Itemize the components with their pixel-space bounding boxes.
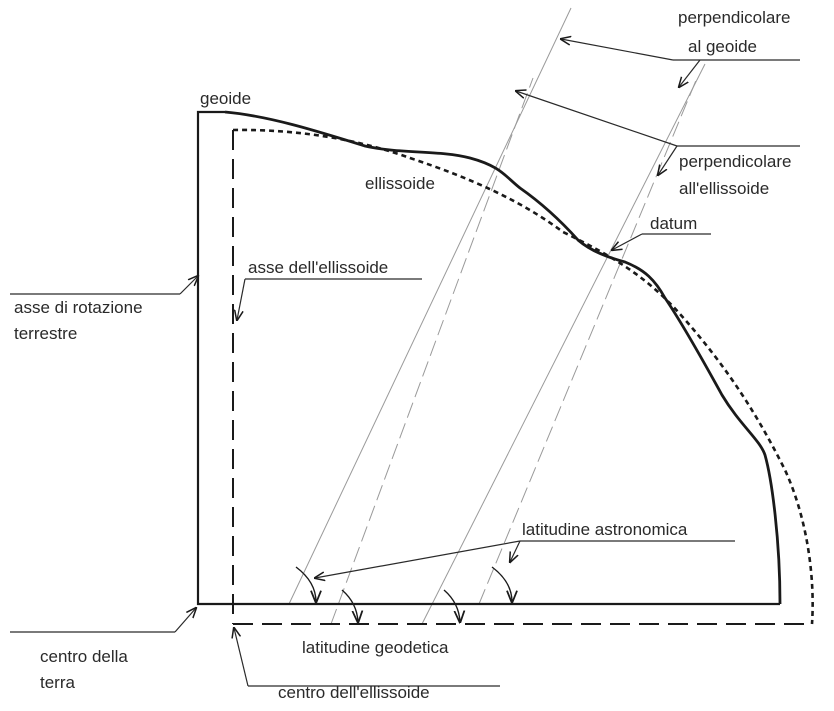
perp-geoide-arrow-1 bbox=[561, 39, 674, 61]
datum-arrow bbox=[612, 233, 643, 250]
lat-astronomica-arrow-2 bbox=[510, 540, 521, 562]
label-perp-geoide-line1: perpendicolare bbox=[678, 8, 790, 27]
asse-ellissoide-arrow bbox=[237, 278, 246, 320]
label-centro-terra-line2: terra bbox=[40, 673, 76, 692]
astronomic-angle-2 bbox=[491, 566, 512, 602]
label-latitudine-astronomica: latitudine astronomica bbox=[522, 520, 688, 539]
earth-rotation-axis bbox=[196, 110, 780, 606]
perp-ellissoide-arrow-1 bbox=[516, 91, 678, 147]
angle-arcs bbox=[295, 566, 512, 622]
earth-axes bbox=[196, 110, 780, 606]
perp-geoide-arrow-2 bbox=[679, 59, 701, 87]
asse-rotazione-arrow bbox=[179, 276, 198, 295]
label-ellissoide: ellissoide bbox=[365, 174, 435, 193]
label-asse-rotazione-line2: terrestre bbox=[14, 324, 77, 343]
label-perp-ellissoide-line2: all'ellissoide bbox=[679, 179, 769, 198]
label-geoide: geoide bbox=[200, 89, 251, 108]
label-perp-geoide-line2: al geoide bbox=[688, 37, 757, 56]
geodetic-angle-2 bbox=[443, 589, 460, 622]
ellipsoid-axes bbox=[232, 130, 812, 625]
label-centro-terra-line1: centro della bbox=[40, 647, 128, 666]
centro-ellissoide-arrow bbox=[234, 628, 249, 687]
label-centro-ellissoide: centro dell'ellissoide bbox=[278, 683, 430, 702]
label-asse-rotazione-line1: asse di rotazione bbox=[14, 298, 143, 317]
perpendicular-geoid-line-1 bbox=[288, 7, 572, 605]
astronomic-angle-1 bbox=[295, 566, 316, 602]
lat-astronomica-arrow-1 bbox=[315, 540, 521, 578]
label-datum: datum bbox=[650, 214, 697, 233]
perp-ellissoide-arrow-2 bbox=[658, 145, 678, 175]
label-perp-ellissoide-line1: perpendicolare bbox=[679, 152, 791, 171]
label-latitudine-geodetica: latitudine geodetica bbox=[302, 638, 449, 657]
label-asse-ellissoide: asse dell'ellissoide bbox=[248, 258, 388, 277]
ellipsoid-curve bbox=[232, 128, 814, 625]
centro-terra-arrow bbox=[174, 608, 196, 633]
perpendicular-geoid-line-2 bbox=[421, 63, 706, 625]
perpendicular-ellipsoid-line-1 bbox=[330, 77, 534, 625]
leader-lines bbox=[10, 39, 800, 687]
geoid-curve bbox=[224, 110, 782, 605]
geodetic-angle-1 bbox=[341, 589, 358, 622]
